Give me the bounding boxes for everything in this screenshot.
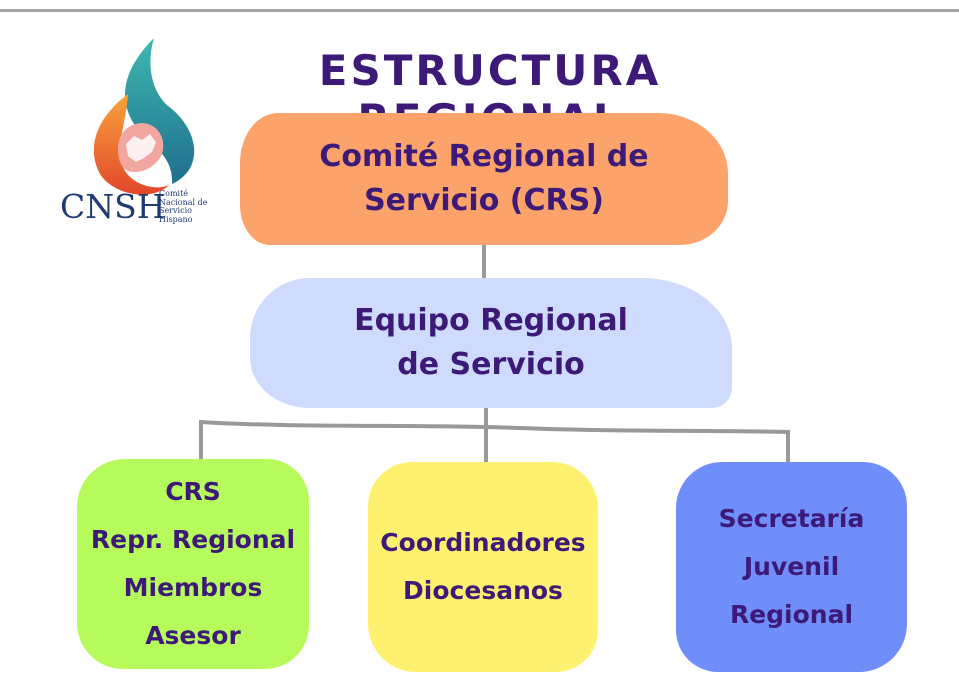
node-coordinadores: Coordinadores Diocesanos [368,462,598,672]
top-divider [0,9,959,12]
node-equipo-regional: Equipo Regional de Servicio [250,278,732,408]
node-comite-regional: Comité Regional de Servicio (CRS) [240,113,728,245]
logo-subtitle: Comité Nacional de Servicio Hispano [159,189,208,224]
node-secretaria-juvenil: Secretaría Juvenil Regional [676,462,907,672]
cnsh-flame-logo [93,38,195,195]
connector-horizontal-bar [200,420,791,434]
node-crs-members: CRS Repr. Regional Miembros Asesor [77,459,309,669]
logo-wordmark: CNSH [60,187,166,226]
